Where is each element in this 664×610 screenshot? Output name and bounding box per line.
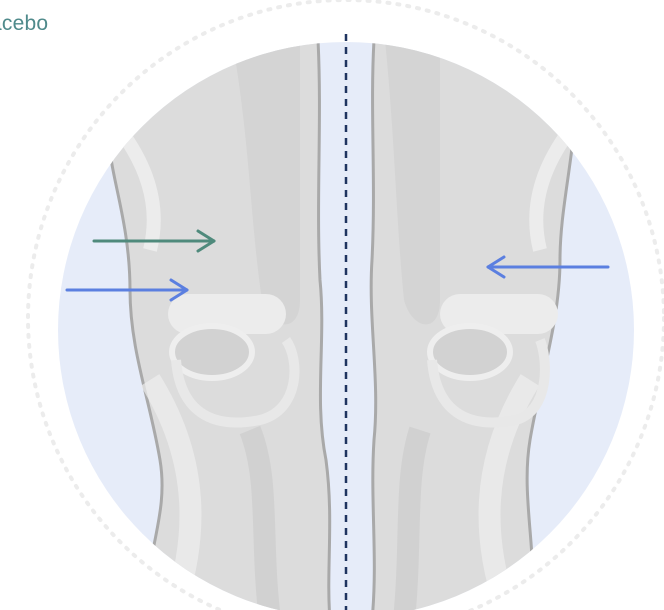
right-joint-cavity — [430, 326, 510, 378]
left-joint-cavity — [172, 326, 252, 378]
